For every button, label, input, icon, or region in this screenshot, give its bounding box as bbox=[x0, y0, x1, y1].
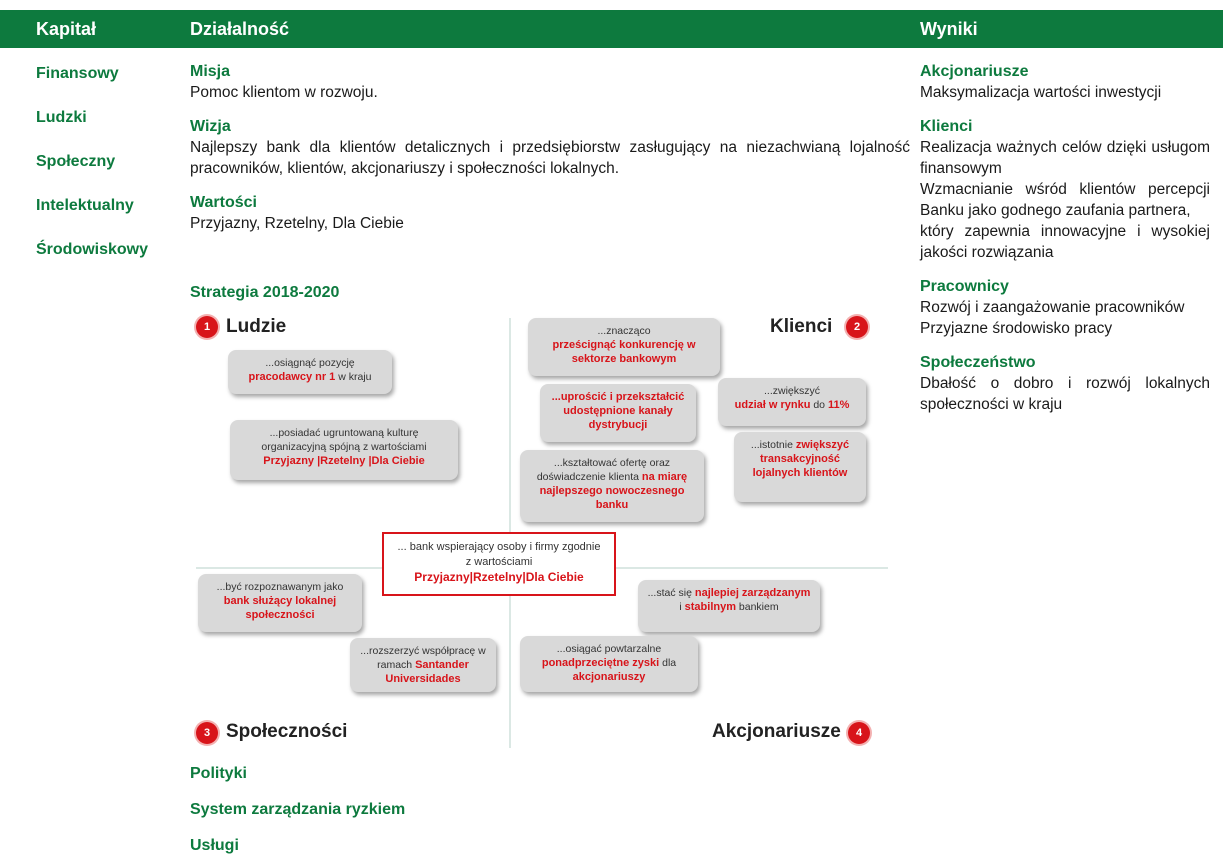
quadrant-number: 3 bbox=[196, 722, 218, 744]
misja-text: Pomoc klientom w rozwoju. bbox=[190, 84, 378, 101]
goal-text: bankiem bbox=[736, 601, 779, 613]
goal-box: ...stać się najlepiej zarządzanym i stab… bbox=[638, 580, 820, 632]
goal-box: ...znacząco prześcignąć konkurencję w se… bbox=[528, 318, 720, 376]
goal-box: ...rozszerzyć współpracę w ramach Santan… bbox=[350, 638, 496, 692]
klienci-section: Klienci Realizacja ważnych celów dzięki … bbox=[920, 117, 1210, 263]
goal-highlight: akcjonariuszy bbox=[572, 671, 646, 683]
goal-highlight: stabilnym bbox=[684, 601, 736, 613]
goal-highlight: udział w rynku bbox=[734, 399, 811, 411]
goal-text: ...być rozpoznawanym jako bbox=[216, 581, 344, 593]
goal-highlight: bank służący lokalnej społeczności bbox=[223, 595, 337, 621]
kapital-item: Finansowy bbox=[36, 65, 119, 82]
kapital-item: Intelektualny bbox=[36, 197, 134, 214]
goal-text: w kraju bbox=[335, 371, 372, 383]
goal-text: ...posiadać ugruntowaną kulturę organiza… bbox=[261, 427, 427, 453]
center-text: ... bank wspierający osoby i firmy zgodn… bbox=[397, 541, 601, 568]
klienci-title: Klienci bbox=[920, 118, 973, 135]
goal-box: ...być rozpoznawanym jako bank służący l… bbox=[198, 574, 362, 632]
quadrant-akcjonariusze: Akcjonariusze bbox=[712, 721, 841, 742]
spoleczenstwo-title: Społeczeństwo bbox=[920, 354, 1036, 371]
strategia-title: Strategia 2018-2020 bbox=[190, 284, 340, 301]
polityki-label: Polityki bbox=[190, 765, 247, 782]
goal-text: ...zwiększyć bbox=[763, 385, 820, 397]
quadrant-spolecznosci: Społeczności bbox=[226, 721, 348, 742]
wizja-section: Wizja Najlepszy bank dla klientów detali… bbox=[190, 117, 910, 179]
goal-box: ...posiadać ugruntowaną kulturę organiza… bbox=[230, 420, 458, 480]
goal-highlight: prześcignąć konkurencję w sektorze banko… bbox=[552, 339, 696, 365]
header-bar: Kapitał Działalność Wyniki bbox=[0, 10, 1223, 48]
goal-highlight: pracodawcy nr 1 bbox=[248, 371, 336, 383]
quadrant-klienci: Klienci bbox=[770, 316, 833, 337]
goal-text: ...znacząco bbox=[597, 325, 651, 337]
center-statement: ... bank wspierający osoby i firmy zgodn… bbox=[382, 532, 616, 596]
quadrant-ludzie: Ludzie bbox=[226, 316, 287, 337]
goal-box: ...osiągnąć pozycję pracodawcy nr 1 w kr… bbox=[228, 350, 392, 394]
goal-text: ...osiągać powtarzalne bbox=[556, 643, 662, 655]
wartosci-text: Przyjazny, Rzetelny, Dla Ciebie bbox=[190, 215, 404, 232]
wizja-title: Wizja bbox=[190, 118, 231, 135]
wizja-text: Najlepszy bank dla klientów detalicznych… bbox=[190, 139, 910, 177]
goal-text: do bbox=[810, 399, 828, 411]
dzialalnosc-column: Misja Pomoc klientom w rozwoju. Wizja Na… bbox=[190, 62, 910, 248]
goal-text: ...istotnie bbox=[750, 439, 796, 451]
quadrant-number: 1 bbox=[196, 316, 218, 338]
wartosci-title: Wartości bbox=[190, 194, 257, 211]
wyniki-column: Akcjonariusze Maksymalizacja wartości in… bbox=[920, 62, 1210, 429]
goal-text: i bbox=[679, 601, 685, 613]
kapital-item: Społeczny bbox=[36, 153, 116, 170]
pracownicy-title: Pracownicy bbox=[920, 278, 1009, 295]
wartosci-section: Wartości Przyjazny, Rzetelny, Dla Ciebie bbox=[190, 193, 910, 234]
akcjonariusze-text: Maksymalizacja wartości inwestycji bbox=[920, 84, 1162, 101]
header-kapital: Kapitał bbox=[36, 19, 97, 39]
pracownicy-text: Przyjazne środowisko pracy bbox=[920, 320, 1113, 337]
center-highlight: Przyjazny|Rzetelny|Dla Ciebie bbox=[414, 570, 584, 584]
header-dzialalnosc: Działalność bbox=[190, 19, 290, 39]
goal-highlight: ...uprościć i przekształcić udostępnione… bbox=[551, 391, 685, 431]
quadrant-number: 2 bbox=[846, 316, 868, 338]
goal-highlight: zwiększyć transakcyjność lojalnych klien… bbox=[752, 439, 850, 479]
goal-box: ...kształtować ofertę oraz doświadczenie… bbox=[520, 450, 704, 522]
goal-text: ...osiągnąć pozycję bbox=[265, 357, 355, 369]
pracownicy-section: Pracownicy Rozwój i zaangażowanie pracow… bbox=[920, 277, 1210, 339]
goal-highlight: 11% bbox=[827, 399, 850, 411]
kapital-list: Finansowy Ludzki Społeczny Intelektualny… bbox=[36, 62, 148, 282]
misja-section: Misja Pomoc klientom w rozwoju. bbox=[190, 62, 910, 103]
goal-text: ...rozszerzyć współpracę w ramach bbox=[360, 645, 486, 671]
klienci-text: który zapewnia innowacyjne i wysokiej ja… bbox=[920, 223, 1210, 261]
misja-title: Misja bbox=[190, 63, 231, 80]
klienci-text: Wzmacnianie wśród klientów percepcji Ban… bbox=[920, 181, 1210, 219]
goal-text: dla bbox=[659, 657, 677, 669]
akcjonariusze-section: Akcjonariusze Maksymalizacja wartości in… bbox=[920, 62, 1210, 103]
kapital-item: Ludzki bbox=[36, 109, 87, 126]
goal-highlight: Przyjazny |Rzetelny |Dla Ciebie bbox=[263, 455, 425, 467]
pracownicy-text: Rozwój i zaangażowanie pracowników bbox=[920, 299, 1185, 316]
goal-highlight: najlepiej zarządzanym bbox=[694, 587, 811, 599]
goal-text: ...kształtować ofertę oraz doświadczenie… bbox=[536, 457, 671, 483]
ryzyko-label: System zarządzania ryzkiem bbox=[190, 801, 406, 818]
goal-box: ...uprościć i przekształcić udostępnione… bbox=[540, 384, 696, 442]
strategy-diagram: 1 Ludzie Klienci 2 3 Społeczności Akcjon… bbox=[190, 310, 900, 750]
goal-box: ...zwiększyć udział w rynku do 11% bbox=[718, 378, 866, 426]
goal-highlight: na miarę najlepszego nowoczesnego banku bbox=[539, 471, 688, 511]
spoleczenstwo-text: Dbałość o dobro i rozwój lokalnych społe… bbox=[920, 375, 1210, 413]
goal-text: ...stać się bbox=[647, 587, 695, 599]
uslugi-label: Usługi bbox=[190, 837, 239, 854]
goal-highlight: ponadprzeciętne zyski bbox=[541, 657, 660, 669]
goal-box: ...osiągać powtarzalne ponadprzeciętne z… bbox=[520, 636, 698, 692]
kapital-item: Środowiskowy bbox=[36, 241, 149, 258]
klienci-text: Realizacja ważnych celów dzięki usługom … bbox=[920, 139, 1210, 177]
header-wyniki: Wyniki bbox=[920, 19, 978, 39]
spoleczenstwo-section: Społeczeństwo Dbałość o dobro i rozwój l… bbox=[920, 353, 1210, 415]
goal-highlight: Santander Universidades bbox=[385, 659, 469, 685]
goal-box: ...istotnie zwiększyć transakcyjność loj… bbox=[734, 432, 866, 502]
quadrant-number: 4 bbox=[848, 722, 870, 744]
akcjonariusze-title: Akcjonariusze bbox=[920, 63, 1029, 80]
